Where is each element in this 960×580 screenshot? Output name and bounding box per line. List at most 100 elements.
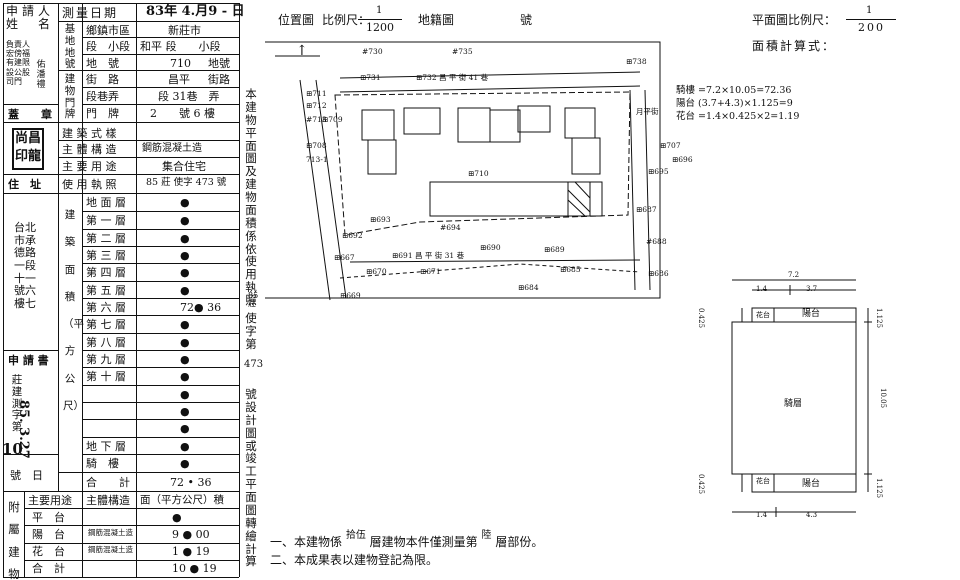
note-85: 85莊 [248, 291, 259, 308]
note-2: 二、本成果表以建物登記為限。 [270, 553, 439, 567]
lot-label: 地 號 [86, 57, 119, 70]
structure-style-label: 建 築 式 樣 [62, 127, 117, 140]
annex-head-use: 主要用途 [28, 494, 72, 507]
floor-area: ● [180, 249, 190, 262]
lot-label: ⊞731 [360, 73, 381, 82]
annex-head-area: 面（平方公尺）積 [140, 494, 224, 506]
plan-dimension: 1.4 [756, 285, 768, 293]
lot-label: 月平街 [636, 107, 659, 116]
north-arrow: ↑ [296, 43, 308, 59]
floor-label: 第 三 層 [86, 249, 126, 262]
annex-head-struct: 主體構造 [86, 494, 130, 507]
annex-use: 合 計 [32, 562, 65, 575]
note-1-floor: 陸 [481, 530, 492, 541]
annex-area: 9 ● 00 [172, 528, 210, 541]
owner-stack: 負責人 宏傍福有建限設公股司門 [6, 40, 30, 86]
lot-label: ⊞686 [648, 269, 669, 278]
doorno: 2 號 6 樓 [150, 107, 215, 120]
annex-label: 附屬建物 [8, 500, 20, 580]
floor-area: ● [180, 284, 190, 297]
lot-label: ⊞693 [370, 215, 391, 224]
lot-label: 713-1 [306, 155, 328, 164]
base-label: 基地地號 [64, 23, 76, 71]
plan-room-label: 陽台 [802, 479, 821, 489]
applicant-doc-label: 申 請 書 [8, 354, 49, 367]
doorno-label: 門 牌 [86, 107, 119, 120]
note-1-prefix: 一、本建物係 [270, 535, 343, 549]
plan-dimension: 0.425 [697, 308, 705, 329]
lot-label: ⊞710 [468, 169, 489, 178]
plan-dimension: 0.425 [697, 474, 705, 495]
floor-area: ● [180, 422, 190, 435]
lot-label: ⊞708 [306, 141, 327, 150]
floor-area: ● [180, 370, 190, 383]
annex-area: 10 ● 19 [172, 562, 217, 575]
lot-label: ⊞738 [626, 57, 647, 66]
lot-label: ⊞695 [648, 167, 669, 176]
floor-area: ● [180, 388, 190, 401]
lot-label: ⊞707 [660, 141, 681, 150]
lot-label: ⊞692 [342, 231, 363, 240]
annex-use: 陽 台 [32, 528, 65, 541]
applicant-label: 申請人 姓 名 [6, 4, 55, 32]
floor-label: 第 九 層 [86, 353, 126, 366]
plan-room-label: 花台 [756, 311, 770, 319]
vertical-note: 本建物平面圖及建物面積係依使用執照 [245, 87, 257, 307]
floor-area: ● [180, 232, 190, 245]
floor-area: 72● 36 [180, 301, 222, 314]
plan-dimension: 1.125 [875, 478, 883, 499]
floor-area: ● [180, 405, 190, 418]
calc-title: 面積計算式： [752, 39, 837, 53]
floor-label: 第 十 層 [86, 370, 126, 383]
floor-label: 第 一 層 [86, 214, 126, 227]
location-title: 位置圖 [278, 13, 315, 27]
vertical-note-3: 號設計圖或竣工平面圖轉繪計算 [245, 387, 257, 569]
floor-label: 地 面 層 [86, 196, 126, 209]
floor-area: ● [180, 214, 190, 227]
lot-label: ⊞732 昌 平 街 41 巷 [416, 73, 489, 82]
survey-date: 83年 4.月9 - 日 [146, 4, 245, 19]
lot-label: ⊞684 [518, 283, 539, 292]
lot-label: #735 [452, 47, 473, 56]
floor-label: 第 四 層 [86, 266, 126, 279]
note-1-suffix: 層部份。 [495, 535, 544, 549]
plan-dimension: 3.7 [806, 285, 818, 293]
note-number: 473 [244, 359, 264, 370]
floor-label: 第 五 層 [86, 284, 126, 297]
total-value: 72 • 36 [170, 476, 212, 489]
address-text: 台北市承德路一段十一號六樓七 [14, 221, 36, 310]
main-use-label: 主 要 用 途 [62, 160, 117, 173]
lot-suffix: 地號 [208, 57, 230, 70]
lot-label: ⊞667 [334, 253, 355, 262]
survey-date-label: 測量日期 [62, 6, 119, 20]
lot-label: ⊞685 [560, 265, 581, 274]
plan-room-label: 騎層 [784, 399, 803, 409]
note-1-floors: 拾伍 [345, 530, 366, 541]
annex-use: 花 台 [32, 545, 65, 558]
floor-label: 地 下 層 [86, 440, 126, 453]
lot-label: ⊞687 [636, 205, 657, 214]
section: 和平 段 小段 [140, 40, 221, 53]
floor-area: ● [180, 440, 190, 453]
floor-label: 第 七 層 [86, 318, 126, 331]
lot-label: ⊞712 [306, 101, 327, 110]
license-no: 85 莊 使字 473 號 [146, 177, 227, 188]
lot-label: ⊞711 [306, 89, 327, 98]
street-label: 街 路 [86, 73, 119, 86]
floor-area: ● [180, 457, 190, 470]
lot-label: #688 [646, 237, 667, 246]
calc-line-1: 騎樓 =7.2×10.05=72.36 [676, 85, 792, 96]
lot-label: #713 [306, 115, 327, 124]
address-label: 住 址 [8, 178, 41, 191]
lot-label: ⊞690 [480, 243, 501, 252]
lot-no: 710 [170, 57, 191, 70]
calc-line-3: 花台 =1.4×0.425×2=1.19 [676, 111, 800, 122]
plan-dimension: 7.2 [788, 271, 800, 279]
floor-area: ● [180, 353, 190, 366]
lot-label: ⊞670 [366, 267, 387, 276]
main-use: 集合住宅 [162, 160, 206, 173]
floor-label: 第 八 層 [86, 336, 126, 349]
